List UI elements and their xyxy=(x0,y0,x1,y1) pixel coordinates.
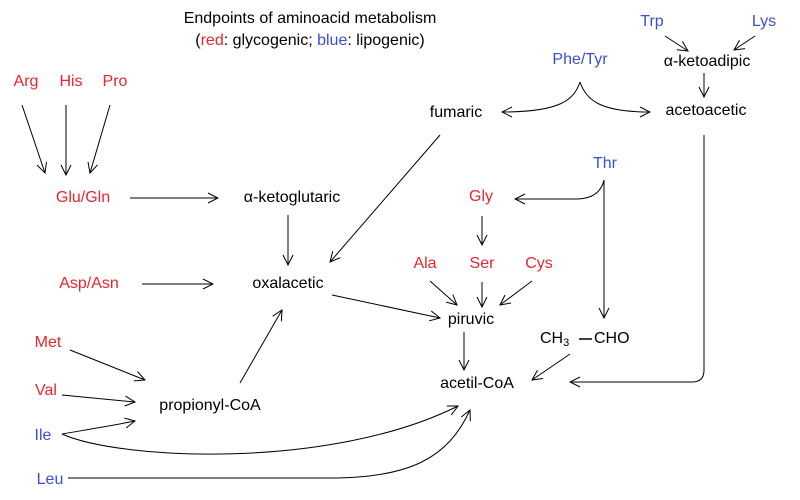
node-propionyl-coa: propionyl-CoA xyxy=(159,397,261,414)
node-val: Val xyxy=(35,382,57,399)
arrow-ch3cho-acetilcoa xyxy=(532,353,571,380)
arrow-propionyl-oxal xyxy=(239,310,282,384)
node-trp: Trp xyxy=(640,13,664,30)
node-met: Met xyxy=(34,334,62,351)
node-oxalacetic: oxalacetic xyxy=(252,275,324,292)
legend-red-desc: : glycogenic; xyxy=(223,32,318,49)
node-ile: Ile xyxy=(34,427,52,444)
legend-blue-word: blue xyxy=(317,32,348,49)
node-his: His xyxy=(59,73,83,90)
arrow-met-propionyl xyxy=(69,349,145,380)
node-leu: Leu xyxy=(36,471,64,488)
node-alpha-ketoglutaric: α-ketoglutaric xyxy=(243,189,341,206)
node-ser: Ser xyxy=(469,255,495,272)
node-ala: Ala xyxy=(413,255,437,272)
arrow-ala-piruvic xyxy=(429,280,457,305)
diagram-title: Endpoints of aminoacid metabolism (red: … xyxy=(184,8,437,52)
arrow-acetoacetic-acetilcoa xyxy=(570,135,705,382)
arrow-val-propionyl xyxy=(61,394,135,402)
node-pro: Pro xyxy=(102,73,128,90)
arrow-phe-fumaric xyxy=(502,81,581,112)
node-alpha-ketoadipic: α-ketoadipic xyxy=(663,53,751,70)
legend-blue-desc: : lipogenic) xyxy=(347,32,425,49)
arrow-fumaric-oxal xyxy=(330,134,441,262)
arrow-arg-glu xyxy=(21,104,45,173)
ch3-text: CH xyxy=(540,330,564,347)
arrow-ile-acetilcoa xyxy=(61,406,458,455)
node-fumaric: fumaric xyxy=(429,104,483,121)
node-acetoacetic: acetoacetic xyxy=(665,102,747,119)
arrow-leu-acetilcoa xyxy=(68,410,470,479)
node-ch3: CH3 xyxy=(540,330,569,349)
node-cho: CHO xyxy=(594,330,630,347)
node-asp-asn: Asp/Asn xyxy=(59,275,119,292)
arrow-trp-akad xyxy=(664,35,688,51)
arrow-cys-piruvic xyxy=(500,280,533,305)
title-open-paren: ( xyxy=(195,32,201,49)
node-gly: Gly xyxy=(469,188,493,205)
arrow-pro-glu xyxy=(90,104,111,173)
node-piruvic: piruvic xyxy=(447,311,495,328)
node-thr: Thr xyxy=(593,155,617,172)
arrow-phe-acetoacetic xyxy=(579,81,650,112)
node-cys: Cys xyxy=(525,255,553,272)
arrow-lys-akad xyxy=(734,35,756,50)
node-phe-tyr: Phe/Tyr xyxy=(552,51,608,68)
title-line1: Endpoints of aminoacid metabolism xyxy=(183,10,437,27)
ch3-subscript: 3 xyxy=(563,337,570,349)
node-lys: Lys xyxy=(751,13,777,30)
node-arg: Arg xyxy=(13,73,39,90)
title-line2: (red: glycogenic; blue: lipogenic) xyxy=(184,30,437,52)
arrow-oxal-piruvic xyxy=(331,294,440,318)
arrow-ile-propionyl xyxy=(61,421,135,435)
arrow-thr-gly xyxy=(515,179,605,199)
node-acetil-coa: acetil-CoA xyxy=(440,375,514,392)
node-glu-gln: Glu/Gln xyxy=(55,189,111,206)
legend-red-word: red xyxy=(200,32,224,49)
